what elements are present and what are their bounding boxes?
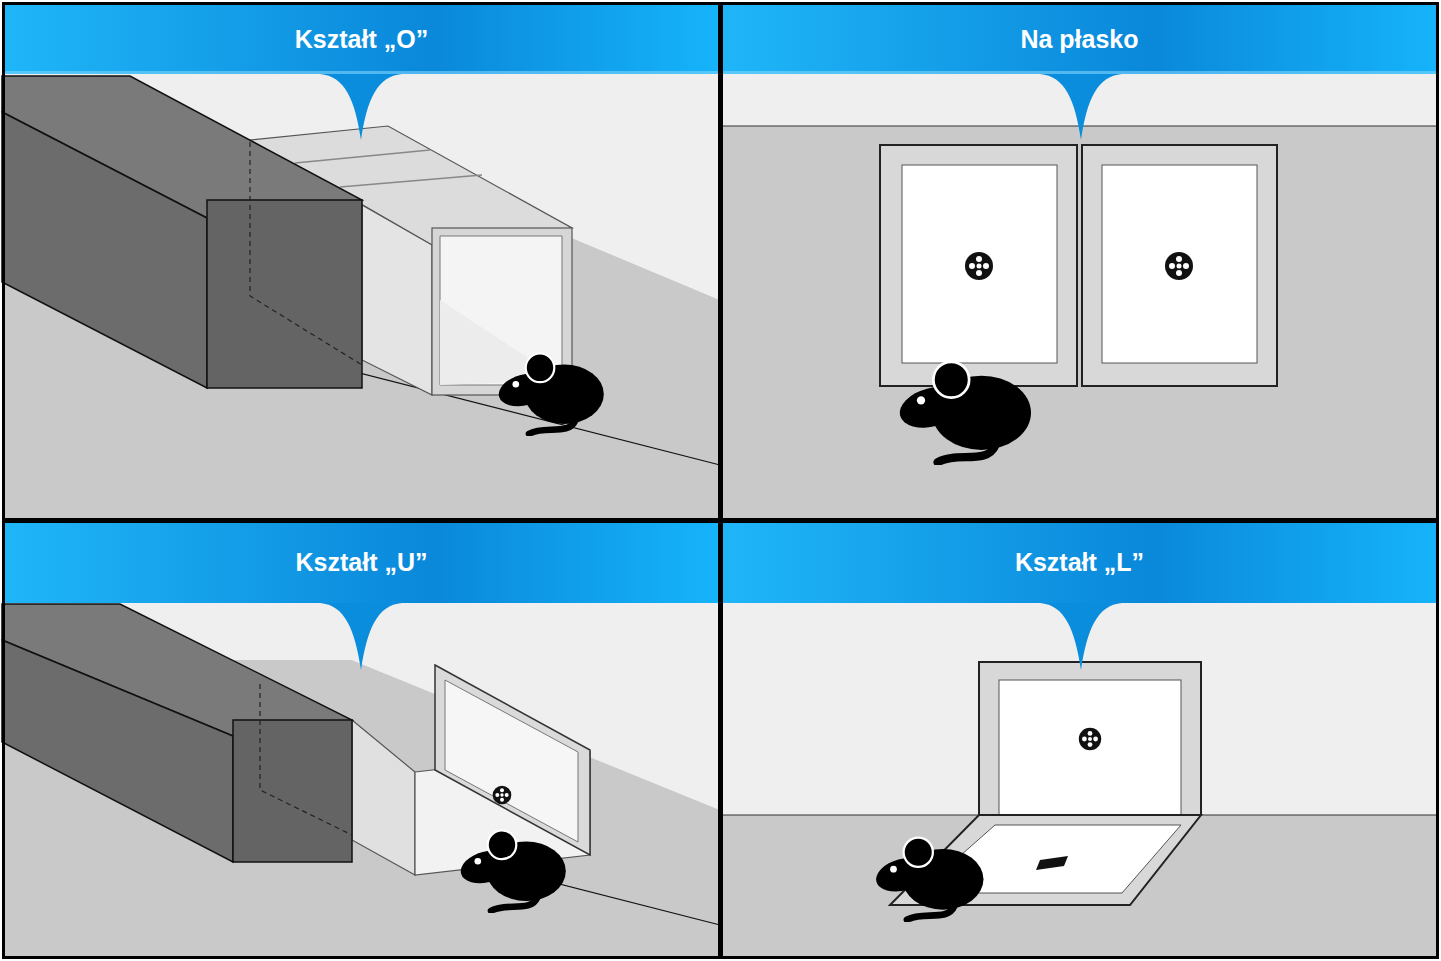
panel-heading: Na płasko [723, 5, 1436, 74]
panel-heading: Kształt „O” [5, 5, 718, 74]
panel-o-art [2, 2, 720, 520]
panel-flat-art [721, 2, 1439, 520]
panel-box: Kształt „O” [2, 2, 721, 521]
panel-box: Kształt „U” [2, 520, 721, 959]
panel-box: Kształt „L” [720, 520, 1439, 959]
panel-box: Na płasko [720, 2, 1439, 521]
panel-u-art [2, 521, 720, 959]
panel-heading: Kształt „L” [723, 523, 1436, 602]
panel-l-art [721, 521, 1439, 959]
panel-heading: Kształt „U” [5, 523, 718, 602]
